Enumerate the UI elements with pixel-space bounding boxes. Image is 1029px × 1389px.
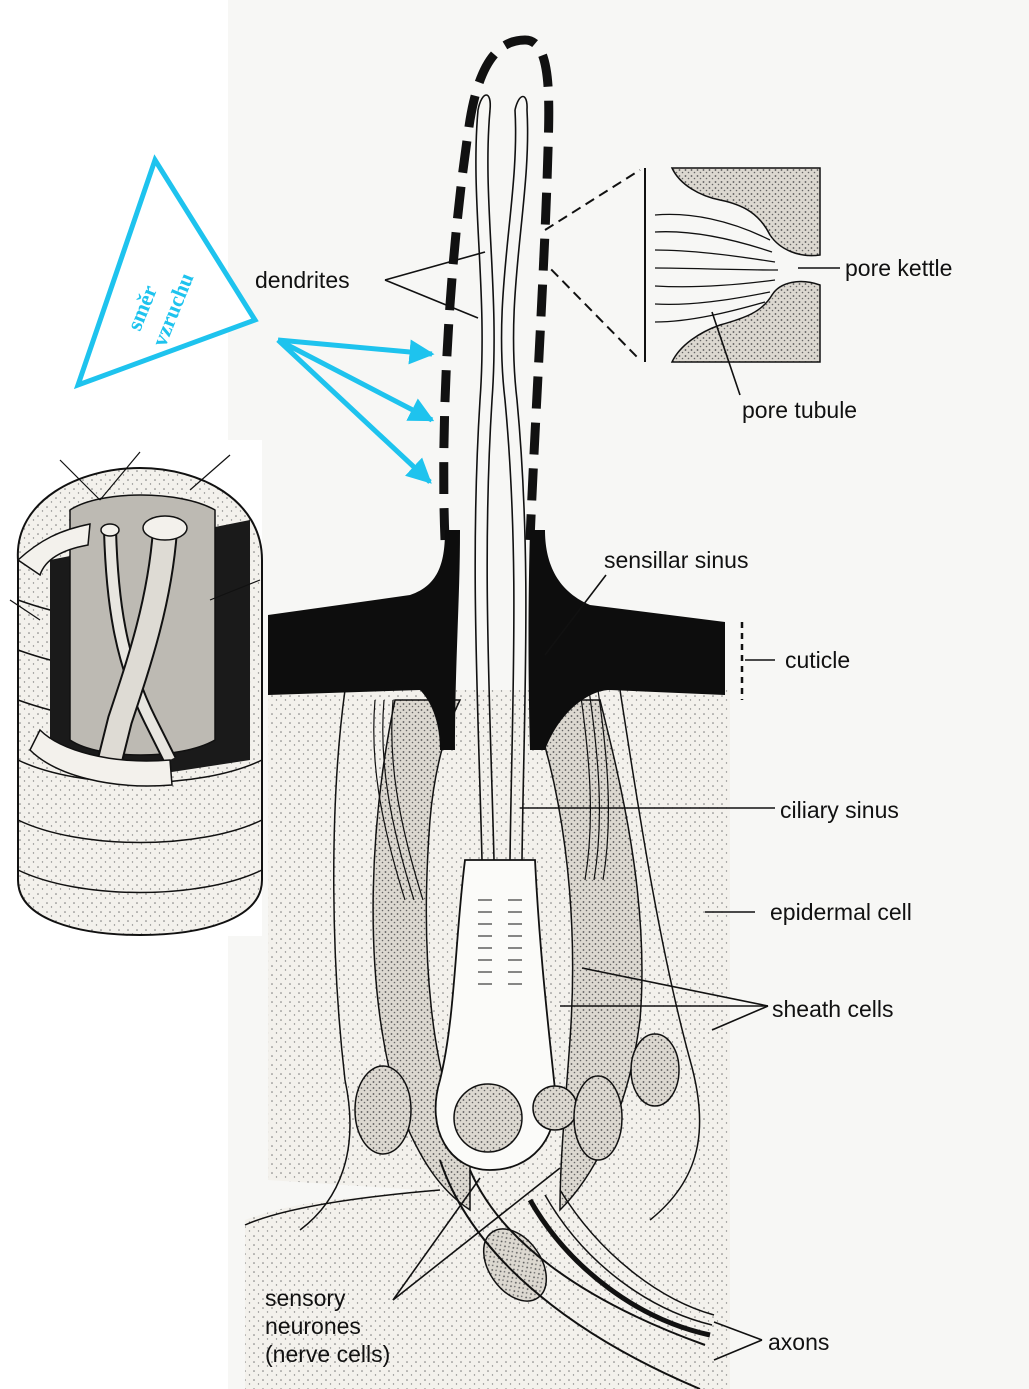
label-axons: axons — [768, 1329, 829, 1355]
label-ciliary-sinus: ciliary sinus — [780, 797, 899, 823]
label-dendrites: dendrites — [255, 267, 350, 293]
label-sensory-neurones-2: neurones — [265, 1313, 361, 1339]
label-pore-kettle: pore kettle — [845, 255, 952, 281]
label-pore-tubule: pore tubule — [742, 397, 857, 423]
label-sensillar-sinus: sensillar sinus — [604, 547, 748, 573]
label-epidermal-cell: epidermal cell — [770, 899, 912, 925]
label-cuticle: cuticle — [785, 647, 850, 673]
label-sheath-cells: sheath cells — [772, 996, 893, 1022]
antenna-segment-inset — [0, 440, 262, 936]
label-sensory-neurones-1: sensory — [265, 1285, 346, 1311]
label-sensory-neurones-3: (nerve cells) — [265, 1341, 390, 1367]
